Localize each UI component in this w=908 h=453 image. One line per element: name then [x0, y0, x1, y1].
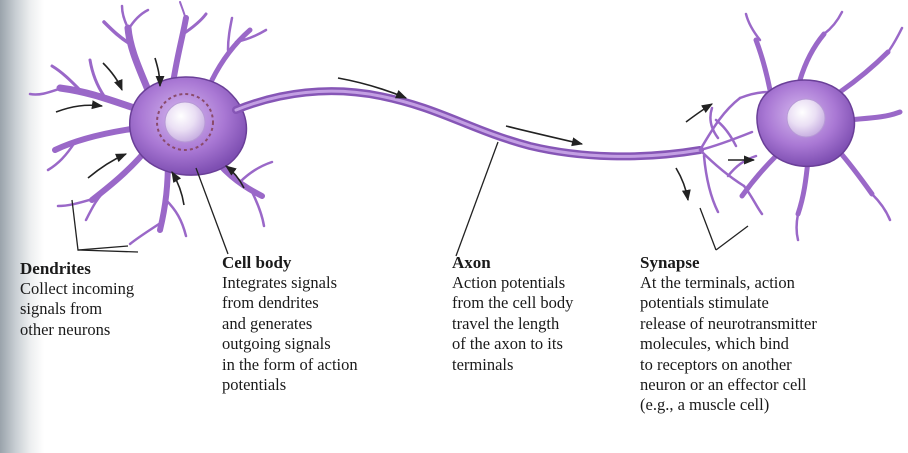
cell-body-title: Cell body	[222, 252, 358, 273]
cell-body-label: Cell body Integrates signals from dendri…	[222, 252, 358, 395]
synapse-desc-line: potentials stimulate	[640, 293, 817, 313]
dendrites-desc-line: signals from	[20, 299, 134, 319]
dendrites-desc-line: Collect incoming	[20, 279, 134, 299]
synapse-desc-line: molecules, which bind	[640, 334, 817, 354]
synapse-desc-line: neuron or an effector cell	[640, 375, 817, 395]
axon-desc-line: from the cell body	[452, 293, 573, 313]
synapse-desc-line: At the terminals, action	[640, 273, 817, 293]
axon-desc-line: terminals	[452, 355, 573, 375]
synapse-desc-line: release of neurotransmitter	[640, 314, 817, 334]
dendrites-label: Dendrites Collect incoming signals from …	[20, 258, 134, 340]
synapse-label: Synapse At the terminals, action potenti…	[640, 252, 817, 416]
axon-title: Axon	[452, 252, 573, 273]
dendrites-desc-line: other neurons	[20, 320, 134, 340]
axon-label: Axon Action potentials from the cell bod…	[452, 252, 573, 375]
left-nucleus	[165, 102, 205, 142]
axon-fiber	[236, 91, 700, 156]
cell-body-desc-line: from dendrites	[222, 293, 358, 313]
synapse-title: Synapse	[640, 252, 817, 273]
cell-body-desc-line: Integrates signals	[222, 273, 358, 293]
synapse-desc-line: to receptors on another	[640, 355, 817, 375]
right-nucleus	[787, 99, 825, 137]
cell-body-desc-line: potentials	[222, 375, 358, 395]
axon-desc-line: travel the length	[452, 314, 573, 334]
axon-desc-line: of the axon to its	[452, 334, 573, 354]
cell-body-desc-line: outgoing signals	[222, 334, 358, 354]
cell-body-desc-line: in the form of action	[222, 355, 358, 375]
cell-body-desc-line: and generates	[222, 314, 358, 334]
dendrites-title: Dendrites	[20, 258, 134, 279]
synapse-desc-line: (e.g., a muscle cell)	[640, 395, 817, 415]
axon-desc-line: Action potentials	[452, 273, 573, 293]
